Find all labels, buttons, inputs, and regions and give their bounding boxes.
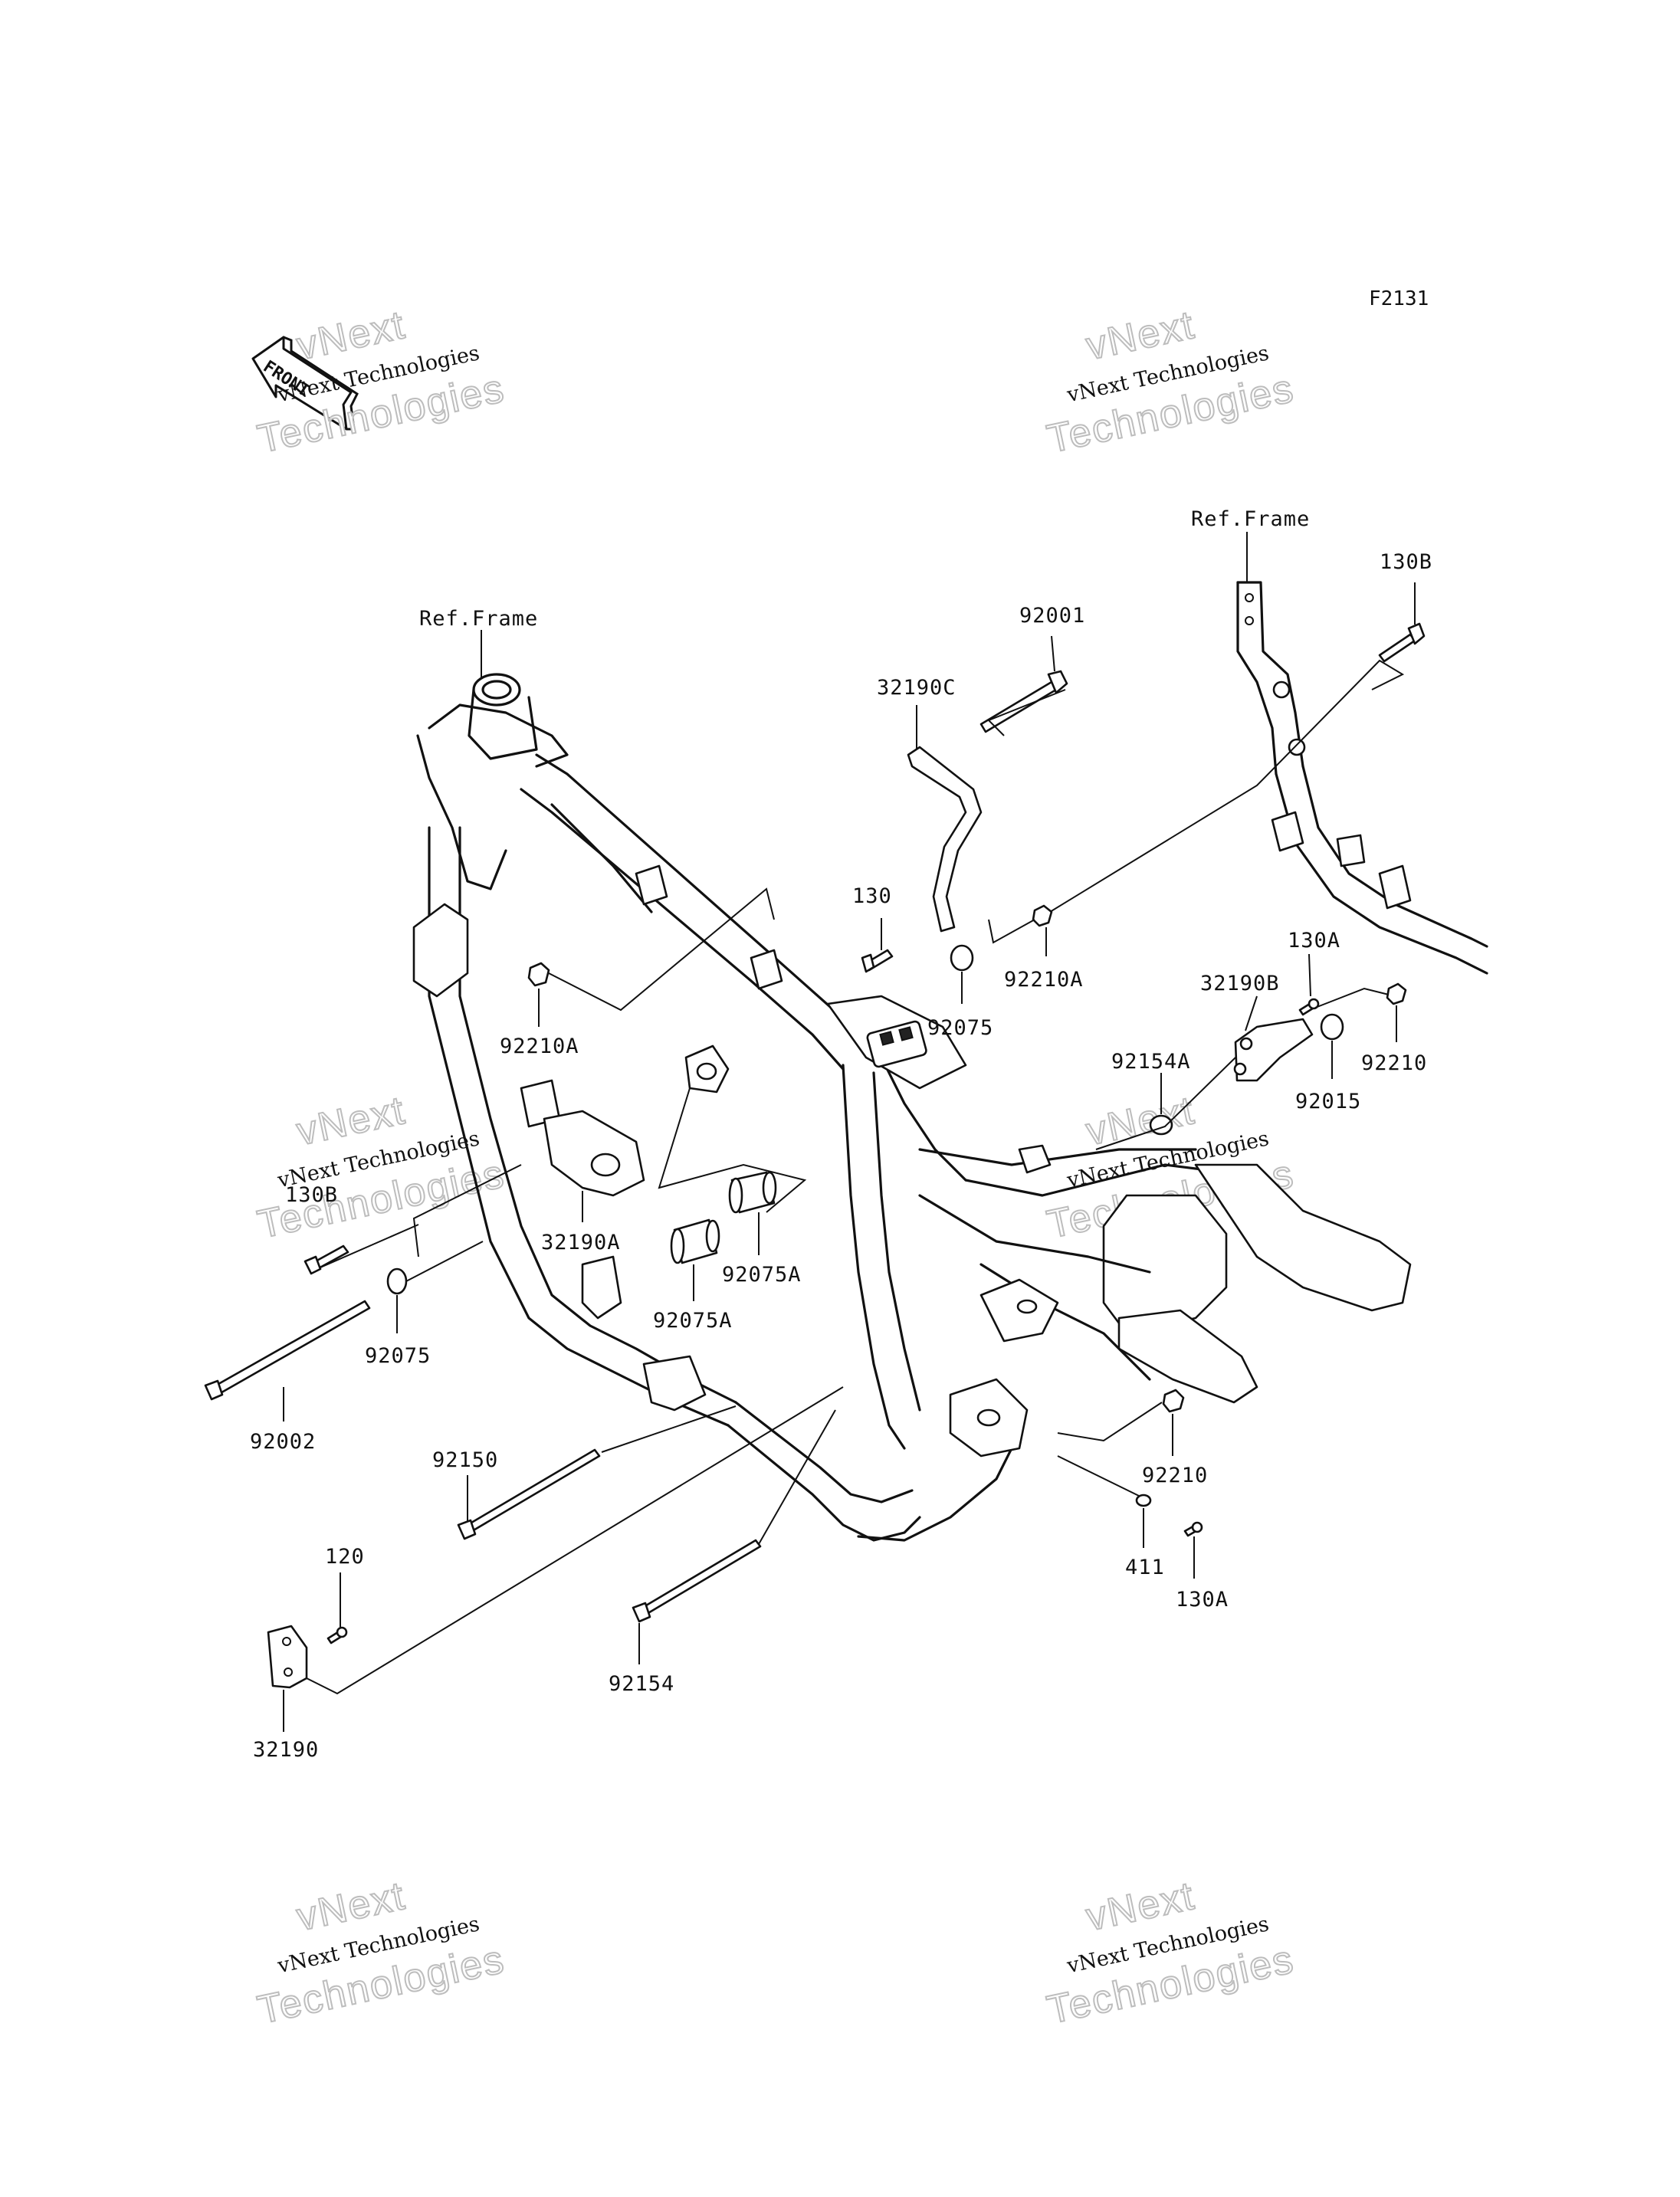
leader-lines (283, 532, 1416, 1732)
label-130a-bottom: 130A (1176, 1588, 1229, 1612)
bolt-92001 (979, 670, 1068, 733)
bushing-92075a-right (728, 1171, 777, 1214)
label-92075-bottom: 92075 (365, 1344, 431, 1368)
label-92154: 92154 (609, 1672, 674, 1696)
label-92075a-right: 92075A (722, 1263, 802, 1287)
label-130b-right: 130B (1380, 550, 1432, 574)
label-32190: 32190 (253, 1738, 319, 1762)
label-32190a: 32190A (541, 1231, 621, 1254)
damper-92015 (1320, 1013, 1344, 1041)
bolt-130 (861, 949, 894, 973)
washer-92075-bottom (386, 1267, 408, 1295)
watermark-bottom-left: vNext Technologies vNext Technologies (253, 1873, 509, 2034)
bolt-92150 (457, 1448, 601, 1540)
ref-frame-right (1236, 581, 1488, 975)
nut-92210-bottom (1162, 1389, 1185, 1413)
label-92002: 92002 (250, 1430, 316, 1454)
washer-92075-top (950, 944, 974, 972)
bushing-92075a-left (670, 1218, 720, 1264)
label-32190c: 32190C (877, 676, 956, 700)
label-130: 130 (852, 884, 892, 908)
bracket-32190 (267, 1625, 308, 1689)
label-411: 411 (1125, 1556, 1165, 1579)
label-120: 120 (325, 1545, 365, 1569)
watermark-top-right: vNext Technologies vNext Technologies (1042, 302, 1298, 463)
label-130b-left: 130B (285, 1183, 338, 1207)
label-92154a: 92154A (1111, 1050, 1191, 1074)
label-92015: 92015 (1295, 1090, 1361, 1113)
nut-92210a-right (1032, 904, 1053, 927)
label-92001: 92001 (1019, 604, 1085, 628)
ref-frame-left-label: Ref.Frame (419, 607, 538, 631)
bushing-92154a (1149, 1114, 1173, 1136)
label-32190b: 32190B (1200, 972, 1280, 995)
bolt-120 (326, 1626, 348, 1644)
diagram-code: F2131 (1369, 287, 1429, 310)
washer-411 (1135, 1494, 1152, 1507)
label-92210-bottom: 92210 (1142, 1464, 1208, 1487)
bracket-32190a (543, 1044, 730, 1197)
bolt-130a-top (1298, 998, 1320, 1016)
nut-92210-top (1386, 982, 1407, 1005)
label-92210-top: 92210 (1361, 1051, 1427, 1075)
watermark-bottom-right: vNext Technologies vNext Technologies (1042, 1873, 1298, 2034)
ref-frame-right-label: Ref.Frame (1191, 507, 1310, 531)
label-92075a-left: 92075A (653, 1309, 733, 1333)
nut-92210a-left (527, 962, 550, 987)
label-92075-top: 92075 (927, 1016, 993, 1040)
label-130a-top: 130A (1288, 929, 1340, 953)
label-92210a-left: 92210A (500, 1035, 579, 1058)
bolt-92002 (204, 1300, 371, 1401)
main-frame (412, 673, 1412, 1542)
front-arrow-icon: FRONT (251, 336, 359, 431)
watermark-mid-left: vNext Technologies vNext Technologies (253, 1087, 509, 1248)
bolt-130b-right (1378, 622, 1426, 663)
label-92210a-right: 92210A (1004, 968, 1084, 992)
bolt-130a-bottom (1183, 1521, 1203, 1537)
bracket-32190c (907, 746, 983, 933)
bolt-92154 (632, 1539, 762, 1623)
label-92150: 92150 (432, 1448, 498, 1472)
bolt-130b-left (304, 1244, 349, 1275)
bracket-32190b (1233, 1018, 1314, 1082)
